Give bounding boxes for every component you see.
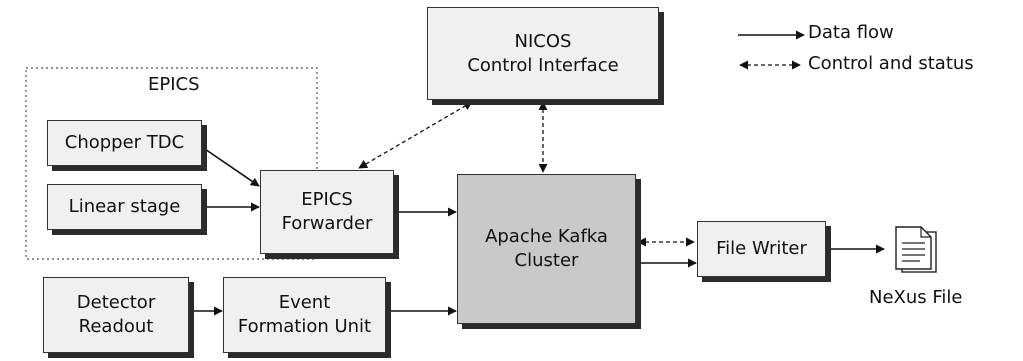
event-formation-unit-node: Event Formation Unit bbox=[223, 277, 386, 353]
nexus-file-label: NeXus File bbox=[869, 287, 963, 308]
chopper-tdc-node: Chopper TDC bbox=[47, 120, 202, 166]
control-nicos-forwarder bbox=[358, 101, 473, 169]
document-icon bbox=[895, 226, 937, 273]
epics-forwarder-label: EPICS Forwarder bbox=[281, 189, 373, 234]
epics-group-label: EPICS bbox=[148, 74, 200, 95]
file-writer-node: File Writer bbox=[697, 221, 826, 277]
chopper-tdc-label: Chopper TDC bbox=[64, 132, 185, 153]
kafka-cluster-node: Apache Kafka Cluster bbox=[457, 174, 636, 324]
arrow-chopper-to-forwarder bbox=[201, 146, 260, 187]
kafka-cluster-label: Apache Kafka Cluster bbox=[485, 226, 608, 271]
epics-forwarder-node: EPICS Forwarder bbox=[260, 170, 394, 254]
event-formation-unit-label: Event Formation Unit bbox=[237, 292, 372, 337]
legend-data-flow-label: Data flow bbox=[808, 22, 894, 43]
linear-stage-label: Linear stage bbox=[68, 196, 181, 217]
legend-control-status-label: Control and status bbox=[808, 53, 974, 74]
nicos-node: NICOS Control Interface bbox=[427, 7, 659, 100]
epics-group-border bbox=[25, 67, 318, 260]
detector-readout-label: Detector Readout bbox=[76, 292, 156, 337]
nicos-label: NICOS Control Interface bbox=[467, 30, 619, 76]
detector-readout-node: Detector Readout bbox=[43, 277, 189, 353]
file-writer-label: File Writer bbox=[716, 238, 807, 259]
linear-stage-node: Linear stage bbox=[47, 184, 202, 230]
